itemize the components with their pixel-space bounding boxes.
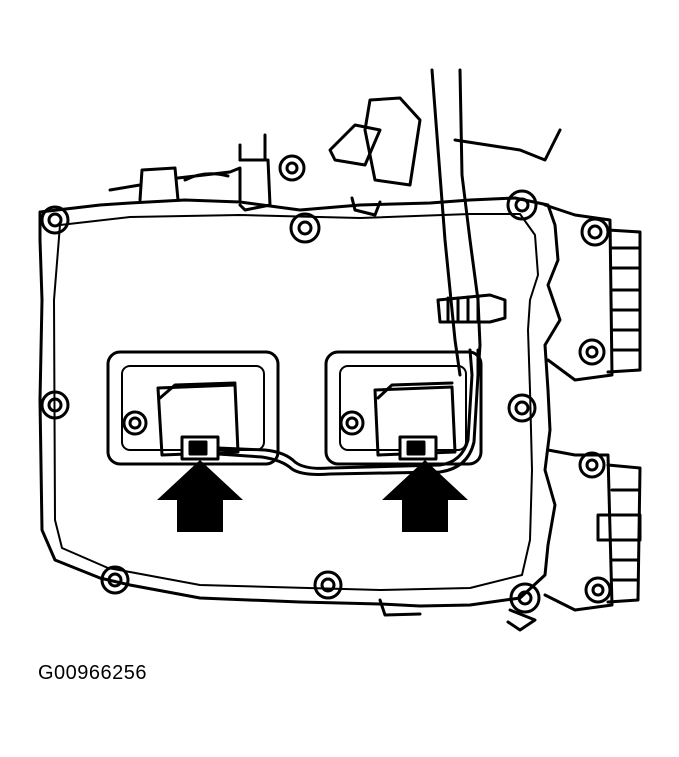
valve-cover-inner-edge bbox=[53, 213, 539, 591]
intake-tube bbox=[430, 68, 462, 377]
right-coil-recess bbox=[324, 350, 483, 466]
wiring-harness bbox=[216, 348, 474, 470]
right-coil-arrow-icon bbox=[382, 460, 468, 532]
right-coil-bolt bbox=[339, 410, 365, 436]
left-coil-bolt bbox=[122, 410, 148, 436]
top-boss-left bbox=[138, 166, 180, 202]
right-ignition-coil bbox=[373, 385, 457, 457]
perimeter-bolts bbox=[40, 154, 612, 614]
top-boss-center bbox=[238, 158, 272, 212]
left-ignition-coil bbox=[156, 383, 240, 457]
left-coil-recess bbox=[106, 350, 280, 466]
hose-clip bbox=[436, 293, 507, 324]
left-coil-arrow-icon bbox=[157, 460, 243, 532]
sensor-housing bbox=[363, 96, 422, 187]
sensor-body bbox=[328, 123, 382, 167]
right-manifold bbox=[543, 203, 614, 382]
figure-caption: G00966256 bbox=[38, 662, 148, 684]
right-manifold-lower bbox=[543, 448, 614, 612]
